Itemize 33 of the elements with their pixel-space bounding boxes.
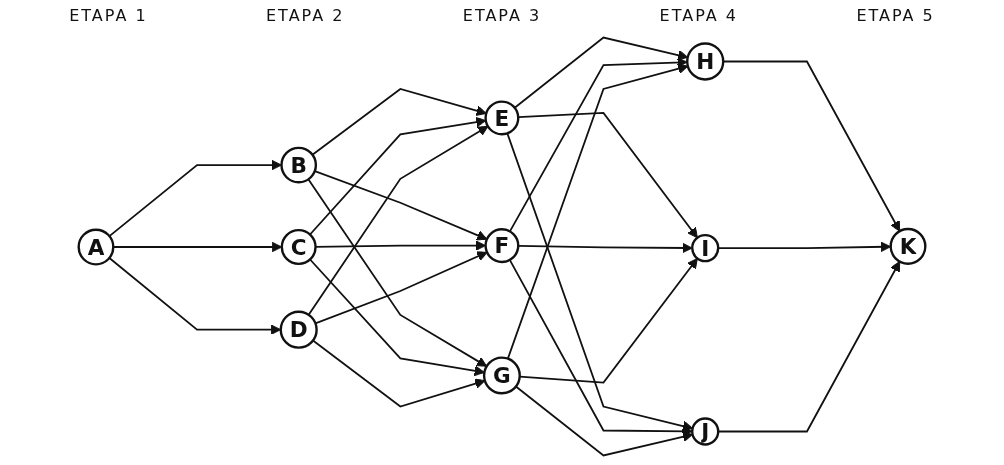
- arrow: [517, 242, 693, 254]
- arrow: [506, 63, 689, 360]
- arrow: [108, 159, 282, 237]
- node-circle: B: [280, 146, 318, 184]
- arrow: [311, 87, 487, 156]
- arrow: [722, 60, 901, 232]
- arrow: [309, 116, 487, 236]
- stage-label: ETAPA 2: [266, 6, 345, 27]
- node-circle: I: [691, 233, 720, 263]
- arrow: [515, 385, 694, 457]
- arrow: [506, 132, 694, 432]
- node-circle: G: [482, 356, 521, 395]
- arrow: [309, 258, 485, 377]
- stage-label: ETAPA 1: [69, 6, 148, 27]
- arrow: [717, 261, 901, 433]
- node-circle: F: [484, 228, 520, 264]
- node-circle: E: [484, 100, 520, 136]
- arrow: [513, 36, 689, 109]
- arrow: [312, 339, 486, 408]
- arrow: [509, 57, 688, 233]
- stage-label: ETAPA 5: [856, 6, 935, 27]
- stage-label: ETAPA 4: [659, 6, 738, 27]
- arrow: [314, 251, 488, 325]
- node-circle: A: [77, 228, 115, 266]
- arrow: [307, 178, 488, 367]
- arrow: [307, 125, 489, 316]
- node-circle: K: [889, 227, 927, 265]
- node-circle: D: [279, 310, 318, 349]
- node-circle: H: [686, 42, 725, 81]
- node-circle: C: [280, 228, 317, 266]
- arrow: [517, 111, 698, 239]
- stage-label: ETAPA 3: [462, 6, 542, 27]
- arrow: [108, 257, 282, 335]
